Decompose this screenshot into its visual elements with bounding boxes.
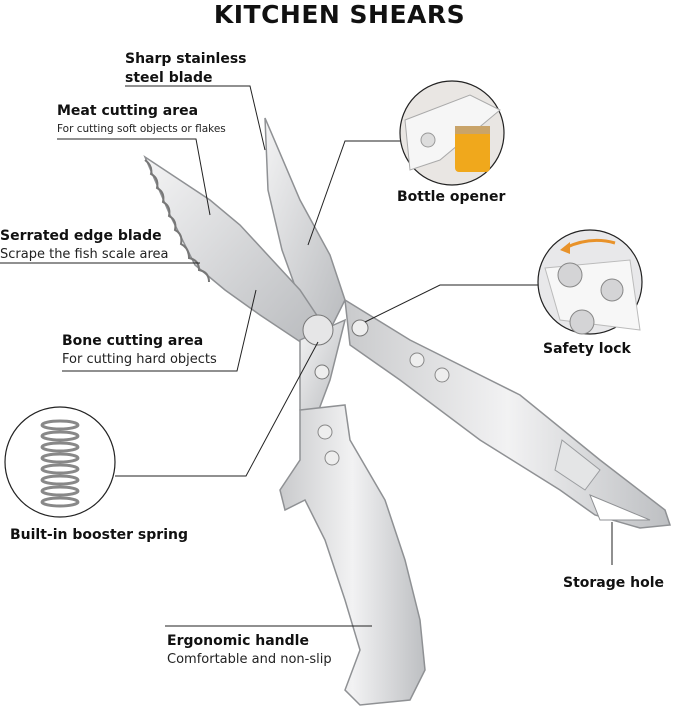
- callout-bone-label: Bone cutting area: [62, 333, 204, 349]
- callout-spring-label: Built-in booster spring: [10, 527, 188, 543]
- page-title: KITCHEN SHEARS: [213, 0, 466, 29]
- left-handle: [279, 404, 426, 706]
- callout-storage-label: Storage hole: [563, 575, 665, 591]
- storage-hole: [589, 494, 651, 521]
- bottle-opener-detail: [399, 80, 505, 186]
- callout-bottle-label: Bottle opener: [397, 189, 506, 205]
- callout-blade-line2: steel blade: [125, 70, 213, 86]
- callout-serrated-label: Serrated edge blade: [0, 228, 162, 244]
- booster-spring-detail: [4, 406, 116, 518]
- callout-blade-line1: Sharp stainless: [125, 51, 247, 67]
- callout-handle-label: Ergonomic handle: [167, 633, 309, 649]
- callout-lock-label: Safety lock: [543, 341, 631, 357]
- callout-meat-label: Meat cutting area: [57, 103, 199, 119]
- pivot-screw: [302, 314, 334, 346]
- right-handle: [344, 298, 672, 529]
- callout-meat-sub: For cutting soft objects or flakes: [57, 123, 226, 135]
- callout-blade: Sharp stainless steel blade: [125, 50, 247, 88]
- callout-bone-sub: For cutting hard objects: [62, 352, 217, 367]
- callout-serrated-sub: Scrape the fish scale area: [0, 247, 169, 262]
- safety-lock-knob: [351, 319, 369, 337]
- callout-handle-sub: Comfortable and non-slip: [167, 652, 332, 667]
- safety-lock-detail: [537, 229, 643, 335]
- serration-edge: [144, 159, 210, 283]
